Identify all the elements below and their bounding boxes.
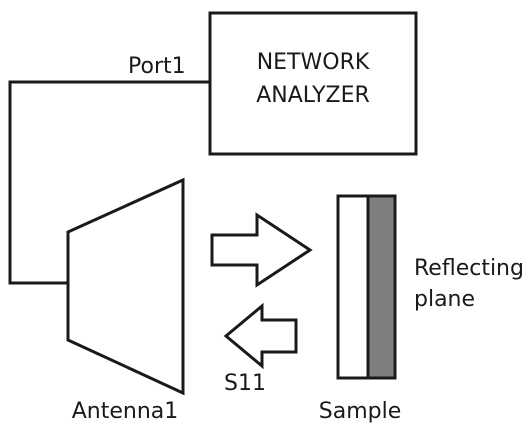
sample-slab [336,194,370,380]
port1-label: Port1 [128,54,186,79]
network-analyzer-line1: NETWORK [256,50,370,75]
network-analyzer-label: NETWORK ANALYZER [210,50,416,109]
sample-label: Sample [318,399,402,424]
horn-antenna [66,177,185,396]
s11-label: S11 [224,371,266,396]
reflecting-plane-line1: Reflecting [414,256,524,281]
network-analyzer-line2: ANALYZER [256,83,370,109]
reflecting-plane-line2: plane [414,287,476,313]
reflecting-plane-slab [366,194,397,380]
reflected-wave-arrow [223,302,298,370]
reflecting-plane-label: Reflecting plane [414,256,524,313]
antenna1-label: Antenna1 [71,399,179,424]
port1-cable [8,80,210,285]
incident-wave-arrow [210,212,313,288]
